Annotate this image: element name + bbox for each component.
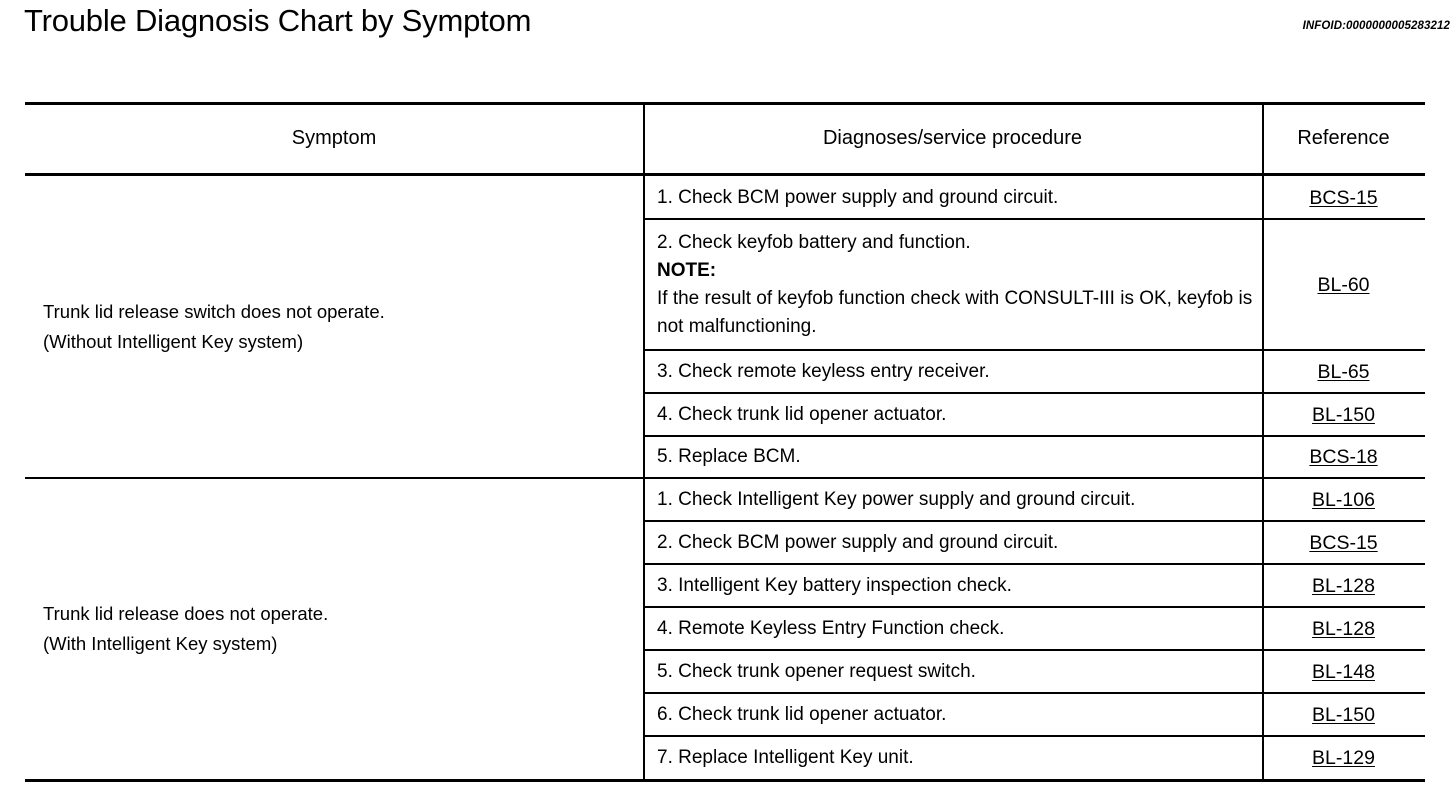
reference-link[interactable]: BL-150: [1312, 703, 1375, 726]
procedure-text: 2. Check BCM power supply and ground cir…: [657, 531, 1059, 553]
reference-cell: BL-128: [1262, 607, 1425, 650]
column-header-symptom: Symptom: [291, 127, 377, 149]
reference-link[interactable]: BCS-18: [1309, 446, 1378, 468]
reference-link[interactable]: BL-106: [1312, 488, 1375, 511]
reference-cell: BL-150: [1262, 393, 1425, 436]
procedure-cell: 4. Remote Keyless Entry Function check.: [657, 607, 1254, 650]
reference-link[interactable]: BL-150: [1312, 403, 1375, 426]
table-rule: [25, 102, 1425, 105]
note-body: If the result of keyfob function check w…: [657, 287, 1253, 337]
reference-cell: BL-60: [1262, 219, 1425, 350]
reference-cell: BCS-15: [1262, 176, 1425, 219]
reference-link[interactable]: BL-128: [1312, 617, 1375, 640]
table-rule: [25, 477, 1425, 479]
table-rule: [25, 779, 1425, 782]
procedure-cell: 2. Check keyfob battery and function. NOT…: [657, 219, 1254, 350]
reference-link[interactable]: BL-60: [1317, 273, 1370, 296]
reference-cell: BL-150: [1262, 693, 1425, 736]
procedure-text: 3. Intelligent Key battery inspection ch…: [657, 574, 1012, 596]
symptom-text: Trunk lid release switch does not operat…: [43, 301, 385, 352]
table-rule: [643, 520, 1425, 522]
procedure-cell: 3. Intelligent Key battery inspection ch…: [657, 564, 1254, 607]
reference-link[interactable]: BCS-15: [1309, 531, 1378, 554]
table-rule: [25, 173, 1425, 176]
column-header-reference: Reference: [1297, 127, 1390, 149]
procedure-text: 6. Check trunk lid opener actuator.: [657, 703, 947, 725]
infoid-label: INFOID:0000000005283212: [1302, 20, 1450, 32]
reference-link[interactable]: BL-128: [1312, 574, 1375, 597]
reference-link[interactable]: BL-65: [1317, 360, 1370, 383]
procedure-text: 3. Check remote keyless entry receiver.: [657, 360, 990, 382]
procedure-cell: 5. Check trunk opener request switch.: [657, 650, 1254, 693]
reference-link[interactable]: BL-148: [1312, 660, 1375, 683]
table-rule: [643, 392, 1425, 394]
symptom-cell: Trunk lid release does not operate. (Wit…: [43, 478, 631, 780]
procedure-text: 7. Replace Intelligent Key unit.: [657, 747, 914, 768]
table-column-divider: [643, 102, 645, 780]
reference-cell: BL-148: [1262, 650, 1425, 693]
procedure-cell: 5. Replace BCM.: [657, 436, 1254, 478]
reference-link[interactable]: BCS-15: [1309, 186, 1378, 209]
trouble-diagnosis-table: Symptom Diagnoses/service procedure Refere…: [25, 102, 1425, 782]
procedure-text: 1. Check BCM power supply and ground cir…: [657, 186, 1059, 208]
table-rule: [643, 649, 1425, 651]
table-rule: [643, 735, 1425, 737]
note-label: NOTE:: [657, 259, 717, 281]
procedure-text: 2. Check keyfob battery and function.: [657, 231, 971, 253]
table-rule: [643, 606, 1425, 608]
reference-cell: BL-128: [1262, 564, 1425, 607]
table-rule: [643, 349, 1425, 351]
column-header-procedure: Diagnoses/service procedure: [822, 127, 1083, 149]
page-header: Trouble Diagnosis Chart by Symptom INFOI…: [0, 0, 1456, 60]
procedure-cell: 1. Check BCM power supply and ground cir…: [657, 176, 1254, 219]
table-rule: [643, 692, 1425, 694]
table-column-divider: [1262, 102, 1264, 780]
symptom-text: Trunk lid release does not operate. (Wit…: [43, 603, 329, 654]
table-rule: [643, 435, 1425, 437]
table-rule: [643, 218, 1425, 220]
table-rule: [643, 563, 1425, 565]
reference-cell: BCS-18: [1262, 436, 1425, 478]
procedure-cell: 7. Replace Intelligent Key unit.: [657, 736, 1254, 780]
procedure-cell: 2. Check BCM power supply and ground cir…: [657, 521, 1254, 564]
procedure-cell: 6. Check trunk lid opener actuator.: [657, 693, 1254, 736]
procedure-text: 1. Check Intelligent Key power supply an…: [657, 488, 1136, 510]
reference-cell: BL-65: [1262, 350, 1425, 393]
reference-link[interactable]: BL-129: [1312, 747, 1375, 769]
procedure-text: 4. Remote Keyless Entry Function check.: [657, 617, 1005, 639]
reference-cell: BL-129: [1262, 736, 1425, 780]
procedure-cell: 1. Check Intelligent Key power supply an…: [657, 478, 1254, 521]
procedure-cell: 3. Check remote keyless entry receiver.: [657, 350, 1254, 393]
reference-cell: BL-106: [1262, 478, 1425, 521]
page-title: Trouble Diagnosis Chart by Symptom: [24, 3, 532, 38]
procedure-text: 5. Replace BCM.: [657, 446, 801, 467]
procedure-text: 5. Check trunk opener request switch.: [657, 660, 976, 682]
procedure-text: 4. Check trunk lid opener actuator.: [657, 403, 947, 425]
procedure-cell: 4. Check trunk lid opener actuator.: [657, 393, 1254, 436]
reference-cell: BCS-15: [1262, 521, 1425, 564]
symptom-cell: Trunk lid release switch does not operat…: [43, 176, 631, 478]
